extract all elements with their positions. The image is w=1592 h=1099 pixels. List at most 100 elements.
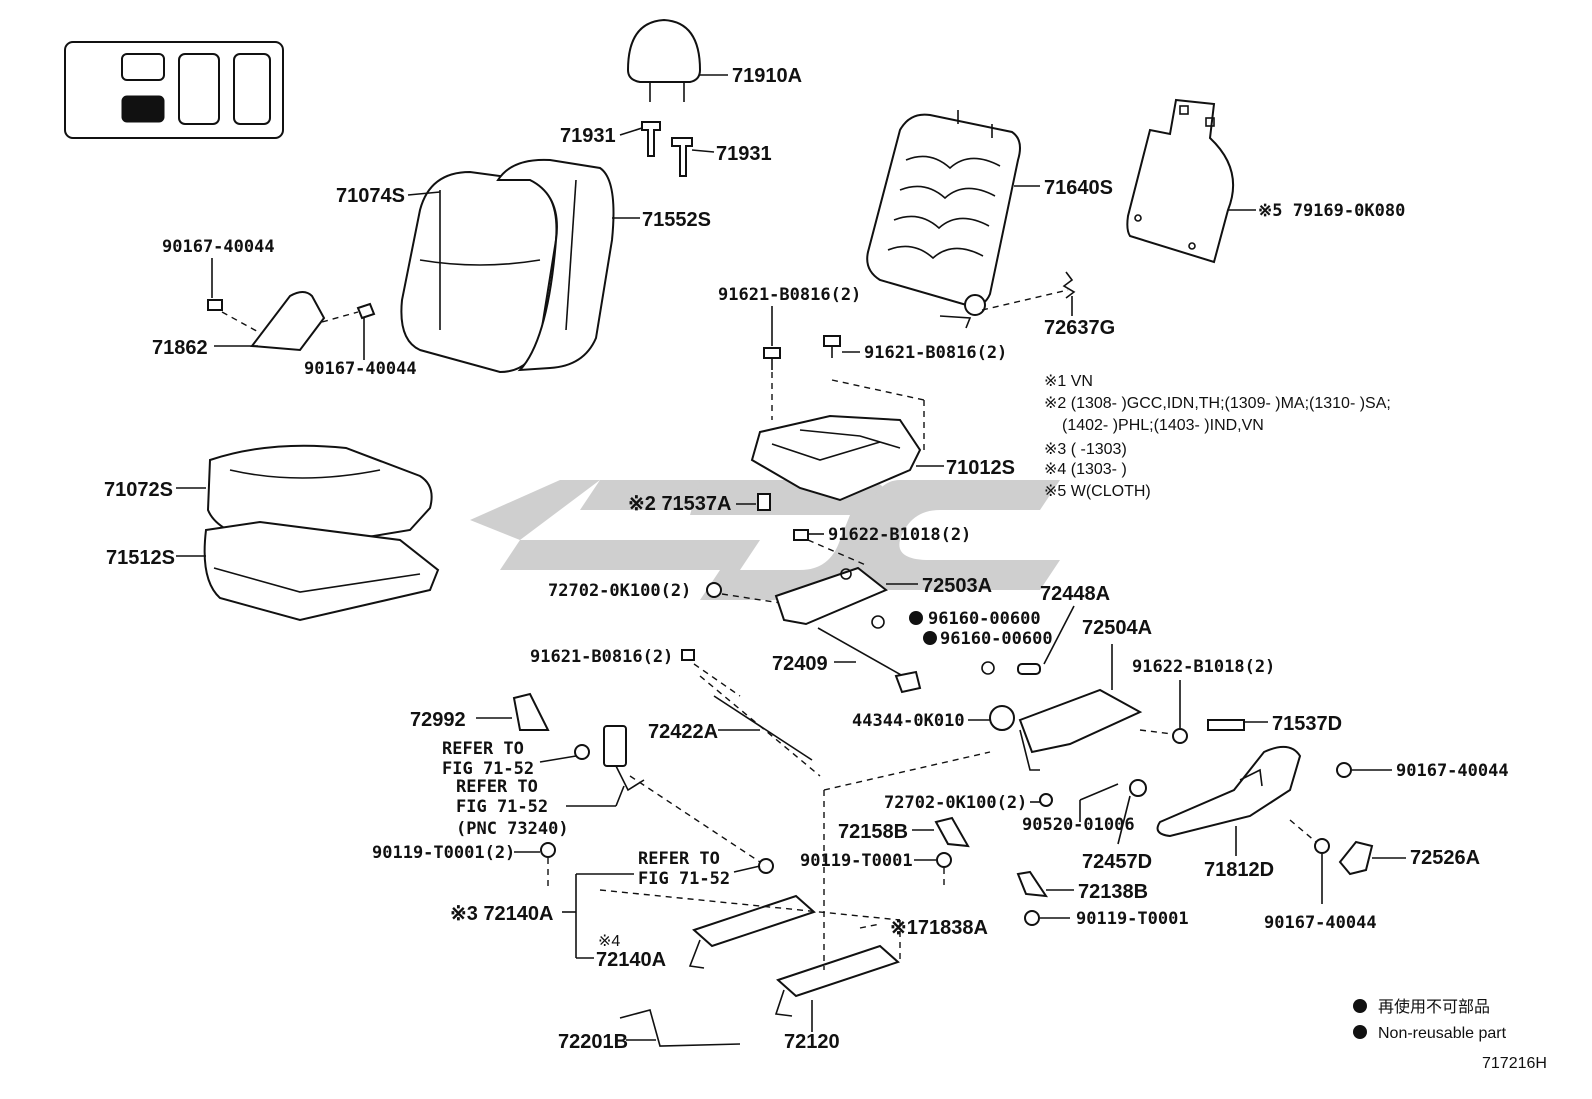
label-71072S[interactable]: 71072S bbox=[104, 479, 173, 501]
label-71910A[interactable]: 71910A bbox=[732, 65, 802, 87]
knob-72526A[interactable] bbox=[1338, 840, 1374, 876]
label-71537A[interactable]: ※2 71537A bbox=[628, 493, 732, 515]
note-4: ※4 (1303- ) bbox=[1044, 461, 1127, 478]
figure-code: 717216H bbox=[1482, 1055, 1547, 1072]
legend: 再使用不可部品 Non-reusable part bbox=[1353, 998, 1507, 1042]
label-72201B[interactable]: 72201B bbox=[558, 1031, 628, 1053]
label-72702-top[interactable]: 72702-0K100(2) bbox=[548, 581, 691, 601]
label-90167-right[interactable]: 90167-40044 bbox=[1396, 761, 1509, 781]
label-72140A-4[interactable]: 72140A bbox=[596, 949, 666, 971]
refer-3-line2[interactable]: FIG 71-52 bbox=[638, 869, 730, 889]
bracket-72503A[interactable] bbox=[774, 566, 888, 626]
seatback-frame-71640S[interactable] bbox=[866, 110, 1021, 329]
label-91622-low[interactable]: 91622-B1018(2) bbox=[1132, 657, 1275, 677]
label-72140A-3[interactable]: ※3 72140A bbox=[450, 903, 554, 925]
refer-1-line1[interactable]: REFER TO bbox=[442, 739, 524, 759]
nut-90520[interactable] bbox=[1129, 779, 1147, 797]
label-71074S[interactable]: 71074S bbox=[336, 185, 405, 207]
seat-track-72140A[interactable] bbox=[688, 858, 816, 969]
label-90520[interactable]: 90520-01006 bbox=[1022, 815, 1135, 835]
label-72702-low[interactable]: 72702-0K100(2) bbox=[884, 793, 1027, 813]
label-71862[interactable]: 71862 bbox=[152, 337, 208, 359]
watermark-logo bbox=[470, 480, 1060, 600]
rod-72422A[interactable] bbox=[713, 695, 813, 761]
seat-cushion-pad-71512S[interactable] bbox=[203, 520, 440, 622]
note-2: ※2 (1308- )GCC,IDN,TH;(1309- )MA;(1310- … bbox=[1044, 395, 1391, 412]
cover-72992[interactable] bbox=[512, 692, 550, 731]
cable-72409[interactable] bbox=[817, 627, 922, 694]
pin-72448A[interactable] bbox=[1017, 663, 1041, 675]
label-71012S[interactable]: 71012S bbox=[946, 457, 1015, 479]
headrest-71910A[interactable] bbox=[626, 18, 702, 102]
label-72503A[interactable]: 72503A bbox=[922, 575, 992, 597]
seat-frame-71012S[interactable] bbox=[750, 414, 922, 502]
refer-2-line3[interactable]: (PNC 73240) bbox=[456, 819, 569, 839]
legend-jp: 再使用不可部品 bbox=[1378, 998, 1490, 1016]
label-71537D[interactable] bbox=[1207, 719, 1245, 731]
label-71512S[interactable]: 71512S bbox=[106, 547, 175, 569]
label-71537D[interactable]: 71537D bbox=[1272, 713, 1342, 735]
seatback-board-79169[interactable] bbox=[1126, 98, 1235, 264]
wire-72201B[interactable] bbox=[619, 1009, 741, 1047]
label-71931-left[interactable]: 71931 bbox=[560, 125, 616, 147]
label-72637G[interactable]: 72637G bbox=[1044, 317, 1115, 339]
label-44344[interactable]: 44344-0K010 bbox=[852, 711, 965, 731]
label-90167-bottom[interactable]: 90167-40044 bbox=[1264, 913, 1377, 933]
label-71537A[interactable] bbox=[757, 493, 771, 511]
label-79169[interactable]: ※5 79169-0K080 bbox=[1258, 201, 1405, 221]
label-71812D[interactable]: 71812D bbox=[1204, 859, 1274, 881]
label-71931-right[interactable]: 71931 bbox=[716, 143, 772, 165]
label-90119-right[interactable]: 90119-T0001 bbox=[1076, 909, 1189, 929]
label-72158B[interactable]: 72158B bbox=[838, 821, 908, 843]
label-72448A[interactable]: 72448A bbox=[1040, 583, 1110, 605]
headrest-guide-71931[interactable] bbox=[641, 121, 693, 177]
label-91621-mid[interactable]: 91621-B0816(2) bbox=[864, 343, 1007, 363]
label-72120[interactable]: 72120 bbox=[784, 1031, 840, 1053]
label-91621-top[interactable]: 91621-B0816(2) bbox=[718, 285, 861, 305]
label-91621-low[interactable]: 91621-B0816(2) bbox=[530, 647, 673, 667]
refer-1-line2[interactable]: FIG 71-52 bbox=[442, 759, 534, 779]
seatback-cover-71074S[interactable] bbox=[400, 170, 558, 374]
label-90119-left[interactable]: 90119-T0001(2) bbox=[372, 843, 515, 863]
label-72457D[interactable]: 72457D bbox=[1082, 851, 1152, 873]
label-90167-mid[interactable]: 90167-40044 bbox=[304, 359, 417, 379]
bolt-91621-upper[interactable] bbox=[763, 335, 841, 370]
label-90119-mid[interactable]: 90119-T0001 bbox=[800, 851, 913, 871]
label-72526A[interactable]: 72526A bbox=[1410, 847, 1480, 869]
cover-72158B[interactable] bbox=[934, 816, 970, 848]
screw-90167-right[interactable] bbox=[1314, 762, 1352, 854]
spring-72637G[interactable] bbox=[981, 271, 1076, 311]
label-72504A[interactable]: 72504A bbox=[1082, 617, 1152, 639]
clip-96160[interactable] bbox=[871, 615, 995, 675]
label-71640S[interactable]: 71640S bbox=[1044, 177, 1113, 199]
label-72409[interactable]: 72409 bbox=[772, 653, 828, 675]
label-96160-a[interactable]: 96160-00600 bbox=[928, 609, 1041, 629]
recliner-72504A[interactable] bbox=[989, 688, 1143, 771]
refer-3-line1[interactable]: REFER TO bbox=[638, 849, 720, 869]
note-3: ※3 ( -1303) bbox=[1044, 441, 1127, 458]
label-91622-top[interactable]: 91622-B1018(2) bbox=[828, 525, 971, 545]
side-shield-71812D[interactable] bbox=[1156, 745, 1302, 838]
bolt-91621-lower[interactable] bbox=[681, 649, 695, 661]
bolt-72702-upper[interactable] bbox=[706, 582, 722, 598]
label-72138B[interactable]: 72138B bbox=[1078, 881, 1148, 903]
label-90167-top[interactable]: 90167-40044 bbox=[162, 237, 275, 257]
refer-2-line1[interactable]: REFER TO bbox=[456, 777, 538, 797]
cover-71862[interactable] bbox=[207, 291, 376, 352]
cover-72138B[interactable] bbox=[1016, 870, 1049, 898]
label-72992[interactable]: 72992 bbox=[410, 709, 466, 731]
bolt-91622-upper[interactable] bbox=[793, 529, 824, 541]
legend-en: Non-reusable part bbox=[1378, 1025, 1507, 1042]
refer-2-line2[interactable]: FIG 71-52 bbox=[456, 797, 548, 817]
seatback-pad-71552S[interactable] bbox=[496, 158, 615, 372]
label-72422A[interactable]: 72422A bbox=[648, 721, 718, 743]
seat-track-72120[interactable] bbox=[774, 944, 900, 1017]
bolt-90119[interactable] bbox=[540, 842, 1040, 926]
label-96160-b[interactable]: 96160-00600 bbox=[940, 629, 1053, 649]
bolt-72702-lower[interactable] bbox=[1039, 793, 1053, 807]
label-71838A[interactable]: ※171838A bbox=[890, 917, 988, 939]
note-1: ※1 VN bbox=[1044, 373, 1093, 390]
bolt-91622-lower[interactable] bbox=[1172, 728, 1188, 744]
label-71552S[interactable]: 71552S bbox=[642, 209, 711, 231]
seat-belt-buckle[interactable] bbox=[574, 725, 645, 792]
